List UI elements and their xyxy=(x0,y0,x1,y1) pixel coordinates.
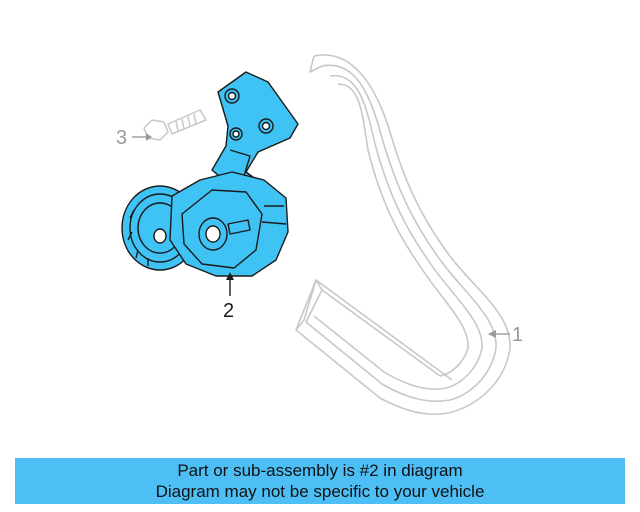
callout-1-label: 1 xyxy=(512,324,523,346)
bolt xyxy=(143,109,207,141)
callout-3-arrowhead xyxy=(146,133,152,141)
banner-line-2: Diagram may not be specific to your vehi… xyxy=(155,482,485,501)
drive-belt xyxy=(295,54,511,416)
info-banner: Part or sub-assembly is #2 in diagram Di… xyxy=(15,458,625,504)
callout-2-label: 2 xyxy=(223,300,234,322)
callout-1-arrowhead xyxy=(488,330,496,338)
callout-3-label: 3 xyxy=(116,127,127,149)
callout-2: 2 xyxy=(223,272,234,322)
belt-tensioner xyxy=(121,71,299,277)
callout-3: 3 xyxy=(116,127,152,149)
banner-line-1: Part or sub-assembly is #2 in diagram xyxy=(177,461,463,480)
callout-2-arrowhead xyxy=(226,272,234,280)
callout-1: 1 xyxy=(488,324,523,346)
parts-diagram: 3 2 1 xyxy=(116,54,523,416)
